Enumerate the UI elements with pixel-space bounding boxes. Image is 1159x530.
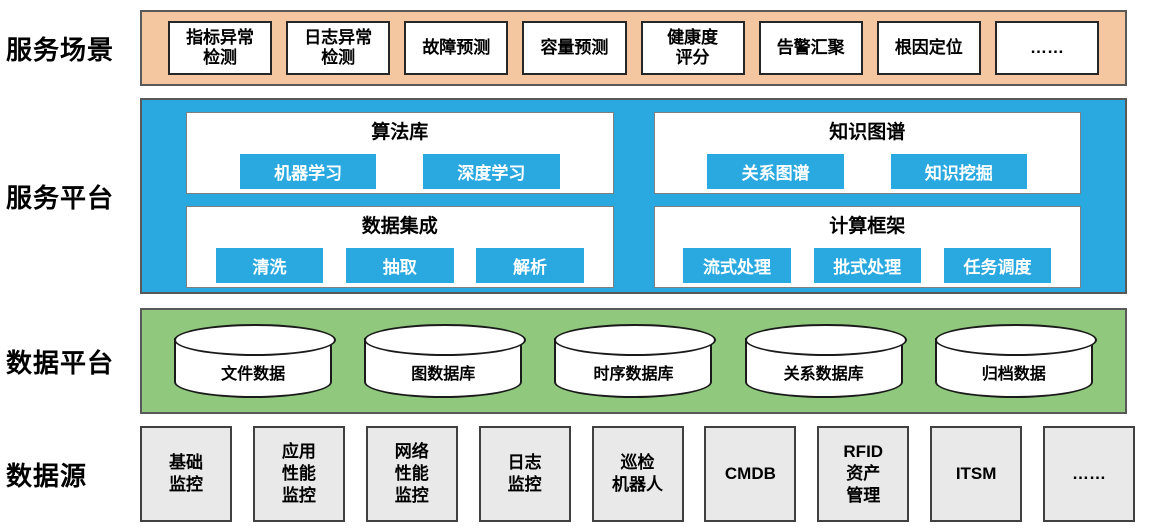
source-item: 网络 性能 监控 [365, 426, 458, 522]
scenario-item: 故障预测 [404, 21, 509, 75]
capability-chip: 任务调度 [943, 248, 1052, 283]
scenario-item: 告警汇聚 [758, 21, 863, 75]
capability-chip: 知识挖掘 [890, 154, 1028, 189]
source-item: 应用 性能 监控 [252, 426, 345, 522]
layer-scenarios: 服务场景 指标异常 检测 日志异常 检测 故障预测 容量预测 健康度 评分 告警… [0, 10, 1159, 86]
panel-knowledge-graph: 知识图谱 关系图谱 知识挖掘 [653, 112, 1081, 194]
database-label: 文件数据 [221, 366, 286, 383]
panel-button-row: 清洗 抽取 解析 [193, 248, 607, 283]
scenario-item-ellipsis: …… [994, 21, 1099, 75]
data-platform-band: 文件数据 图数据库 时序数据库 关系数据库 归档数据 [140, 308, 1127, 414]
database-cylinder: 关系数据库 [744, 324, 907, 398]
database-cylinder: 图数据库 [364, 324, 527, 398]
layer-sources: 数据源 基础 监控 应用 性能 监控 网络 性能 监控 日志 监控 巡检 机器人… [0, 426, 1159, 522]
database-label: 图数据库 [411, 366, 476, 383]
capability-chip: 关系图谱 [707, 154, 844, 189]
capability-chip: 机器学习 [239, 154, 377, 189]
database-cylinder: 归档数据 [934, 324, 1097, 398]
layer-label-sources: 数据源 [6, 460, 88, 491]
scenario-item: 容量预测 [522, 21, 627, 75]
panel-title: 知识图谱 [829, 122, 906, 143]
capability-chip: 抽取 [346, 248, 454, 283]
layer-label-platform: 服务平台 [6, 182, 115, 213]
panel-title: 算法库 [371, 122, 429, 143]
layer-platform: 服务平台 算法库 机器学习 深度学习 知识图谱 关系图谱 知识挖掘 数据集成 [0, 98, 1159, 294]
scenario-item: 健康度 评分 [640, 21, 745, 75]
scenarios-band: 指标异常 检测 日志异常 检测 故障预测 容量预测 健康度 评分 告警汇聚 根因… [140, 10, 1127, 86]
layer-label-scenarios: 服务场景 [6, 34, 115, 65]
database-label: 时序数据库 [593, 366, 674, 383]
source-item: 基础 监控 [140, 426, 232, 522]
panel-title: 计算框架 [829, 216, 906, 237]
panel-data-integration: 数据集成 清洗 抽取 解析 [186, 206, 614, 288]
panel-button-row: 关系图谱 知识挖掘 [661, 154, 1075, 189]
platform-band: 算法库 机器学习 深度学习 知识图谱 关系图谱 知识挖掘 数据集成 清洗 抽取 [140, 98, 1127, 294]
scenario-item: 日志异常 检测 [286, 21, 391, 75]
source-item: 日志 监控 [478, 426, 571, 522]
capability-chip: 解析 [476, 248, 584, 283]
panel-computing-framework: 计算框架 流式处理 批式处理 任务调度 [653, 206, 1081, 288]
layer-label-data-platform: 数据平台 [6, 347, 115, 378]
panel-algorithm-library: 算法库 机器学习 深度学习 [186, 112, 614, 194]
database-label: 归档数据 [981, 366, 1046, 383]
capability-chip: 批式处理 [813, 248, 921, 283]
source-item: CMDB [704, 426, 797, 522]
source-item: ITSM [930, 426, 1023, 522]
capability-chip: 流式处理 [683, 248, 791, 283]
source-item: 巡检 机器人 [591, 426, 684, 522]
database-cylinder: 时序数据库 [554, 324, 717, 398]
capability-chip: 清洗 [215, 248, 324, 283]
database-cylinder: 文件数据 [174, 324, 337, 398]
panel-title: 数据集成 [361, 216, 438, 237]
capability-chip: 深度学习 [423, 154, 560, 189]
database-label: 关系数据库 [783, 366, 864, 383]
source-item-ellipsis: …… [1043, 426, 1135, 522]
scenario-item: 根因定位 [876, 21, 981, 75]
scenario-item: 指标异常 检测 [168, 21, 273, 75]
layer-data-platform: 数据平台 文件数据 图数据库 时序数据库 关系数据库 归档数据 [0, 308, 1159, 414]
panel-button-row: 机器学习 深度学习 [193, 154, 607, 189]
panel-button-row: 流式处理 批式处理 任务调度 [661, 248, 1075, 283]
sources-strip: 基础 监控 应用 性能 监控 网络 性能 监控 日志 监控 巡检 机器人 CMD… [140, 426, 1135, 522]
source-item: RFID 资产 管理 [817, 426, 910, 522]
